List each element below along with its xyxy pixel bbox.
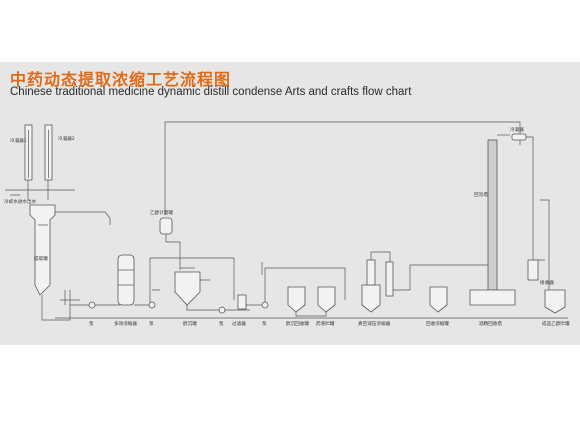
- label-condenser-2: 冷凝器2: [58, 135, 75, 142]
- label-liquor-storage: 药液贮罐: [316, 320, 335, 327]
- alcohol-tank-pipe: [186, 279, 250, 311]
- label-receiver: 接收器: [540, 279, 554, 286]
- label-pump-4: 泵: [262, 321, 267, 327]
- label-cooling-water: 冷却水进水出水: [4, 198, 37, 205]
- liquor-storage-tank: [317, 286, 336, 313]
- label-product-tank: 成品乙醇贮罐: [542, 320, 570, 327]
- label-ethanol-meter: 乙醇计量罐: [150, 209, 173, 216]
- extraction-piping: [41, 211, 111, 321]
- diagram-title: 中药动态提取浓缩工艺流程图: [10, 70, 232, 89]
- label-tower-condenser: 冷凝器: [510, 126, 524, 133]
- label-multi-concentrator: 多效浓缩器: [114, 320, 137, 327]
- extraction-tank: [29, 204, 56, 296]
- filter-piping: [246, 262, 346, 306]
- pump-1: [88, 301, 96, 309]
- ethanol-meter-tank: [159, 217, 173, 235]
- condenser-pipes: [5, 180, 75, 200]
- label-filter: 过滤器: [232, 320, 246, 327]
- alcohol-recovery-tower: [469, 133, 527, 306]
- pump-3: [218, 306, 226, 314]
- alcohol-precipitation-tank: [174, 267, 201, 306]
- top-return-pipe: [164, 121, 521, 215]
- condenser-2: [44, 124, 53, 181]
- vacuum-concentrator: [361, 259, 394, 313]
- pump-4: [261, 301, 269, 309]
- condenser-1: [24, 124, 33, 181]
- return-storage-tank: [287, 286, 306, 313]
- label-alcohol-tank: 醇沉罐: [183, 320, 197, 327]
- meter-pipe: [165, 234, 181, 270]
- label-condenser-1: 冷凝器1: [10, 137, 27, 144]
- concentrator-piping: [134, 257, 235, 306]
- multi-effect-concentrator: [117, 254, 135, 306]
- label-pump-2: 泵: [149, 321, 154, 327]
- receiver: [527, 259, 539, 281]
- label-recovery-storage: 回收浓缩罐: [426, 320, 449, 327]
- label-pump-3: 泵: [219, 321, 224, 327]
- label-tower: 回流塔: [474, 191, 488, 198]
- label-pump-1: 泵: [89, 321, 94, 327]
- pump-2: [148, 301, 156, 309]
- label-extraction-tank: 提取罐: [34, 255, 48, 262]
- label-vacuum-concentrator: 真空减压浓缩器: [358, 320, 391, 327]
- product-ethanol-tank: [544, 289, 566, 314]
- recovery-storage-tank: [429, 286, 448, 313]
- storage-pipe: [295, 312, 327, 317]
- diagram-subtitle: Chinese traditional medicine dynamic dis…: [10, 86, 412, 98]
- label-recovery-tower: 酒精回收塔: [479, 320, 502, 327]
- label-return-storage: 醇沉回收罐: [286, 320, 309, 327]
- filter: [237, 294, 247, 310]
